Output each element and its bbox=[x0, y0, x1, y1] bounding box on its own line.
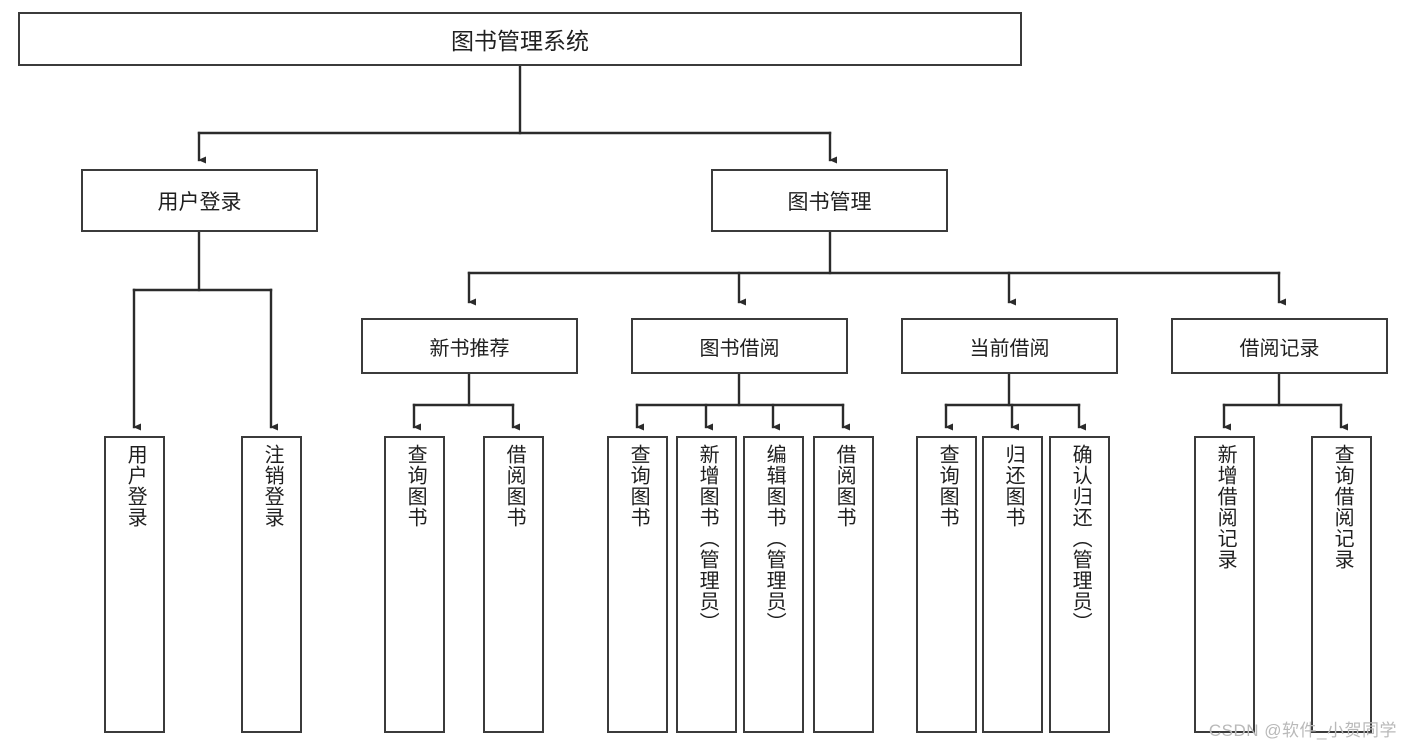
node-leaf-borrow-edit-book-admin[interactable]: 编辑图书（管理员） bbox=[743, 436, 804, 733]
node-label: 新增图书（管理员） bbox=[696, 444, 719, 633]
node-label: 新书推荐 bbox=[429, 337, 510, 360]
node-leaf-user-login-login[interactable]: 用户登录 bbox=[104, 436, 165, 733]
node-label: 用户登录 bbox=[124, 444, 147, 528]
node-leaf-user-login-logout[interactable]: 注销登录 bbox=[241, 436, 302, 733]
node-label: 编辑图书（管理员） bbox=[763, 444, 786, 633]
watermark-text: CSDN @软件_小贺同学 bbox=[1208, 721, 1397, 740]
node-label: 借阅图书 bbox=[503, 444, 526, 528]
node-label: 借阅记录 bbox=[1239, 337, 1320, 360]
node-book-management[interactable]: 图书管理 bbox=[711, 169, 948, 232]
node-leaf-current-query-book[interactable]: 查询图书 bbox=[916, 436, 977, 733]
node-label: 借阅图书 bbox=[833, 444, 856, 528]
node-label: 图书管理系统 bbox=[451, 28, 589, 54]
node-label: 查询图书 bbox=[404, 444, 427, 528]
node-leaf-record-query-borrow-record[interactable]: 查询借阅记录 bbox=[1311, 436, 1372, 733]
node-leaf-record-add-borrow-record[interactable]: 新增借阅记录 bbox=[1194, 436, 1255, 733]
node-leaf-borrow-borrow-book[interactable]: 借阅图书 bbox=[813, 436, 874, 733]
node-label: 新增借阅记录 bbox=[1214, 444, 1237, 570]
node-leaf-borrow-query-book[interactable]: 查询图书 bbox=[607, 436, 668, 733]
node-book-borrow[interactable]: 图书借阅 bbox=[631, 318, 848, 374]
node-label: 用户登录 bbox=[157, 190, 242, 214]
node-label: 图书管理 bbox=[787, 190, 872, 214]
node-leaf-current-return-book[interactable]: 归还图书 bbox=[982, 436, 1043, 733]
node-root-book-management-system[interactable]: 图书管理系统 bbox=[18, 12, 1022, 66]
node-current-borrow[interactable]: 当前借阅 bbox=[901, 318, 1118, 374]
node-leaf-new-book-borrow[interactable]: 借阅图书 bbox=[483, 436, 544, 733]
node-label: 确认归还（管理员） bbox=[1069, 444, 1092, 633]
node-label: 查询借阅记录 bbox=[1331, 444, 1354, 570]
node-label: 查询图书 bbox=[627, 444, 650, 528]
node-label: 查询图书 bbox=[936, 444, 959, 528]
node-label: 注销登录 bbox=[261, 444, 284, 528]
node-label: 当前借阅 bbox=[969, 337, 1050, 360]
node-leaf-current-confirm-return-admin[interactable]: 确认归还（管理员） bbox=[1049, 436, 1110, 733]
node-label: 图书借阅 bbox=[699, 337, 780, 360]
node-new-book-recommend[interactable]: 新书推荐 bbox=[361, 318, 578, 374]
node-borrow-record[interactable]: 借阅记录 bbox=[1171, 318, 1388, 374]
node-user-login[interactable]: 用户登录 bbox=[81, 169, 318, 232]
node-label: 归还图书 bbox=[1002, 444, 1025, 528]
node-leaf-new-book-query[interactable]: 查询图书 bbox=[384, 436, 445, 733]
node-leaf-borrow-add-book-admin[interactable]: 新增图书（管理员） bbox=[676, 436, 737, 733]
